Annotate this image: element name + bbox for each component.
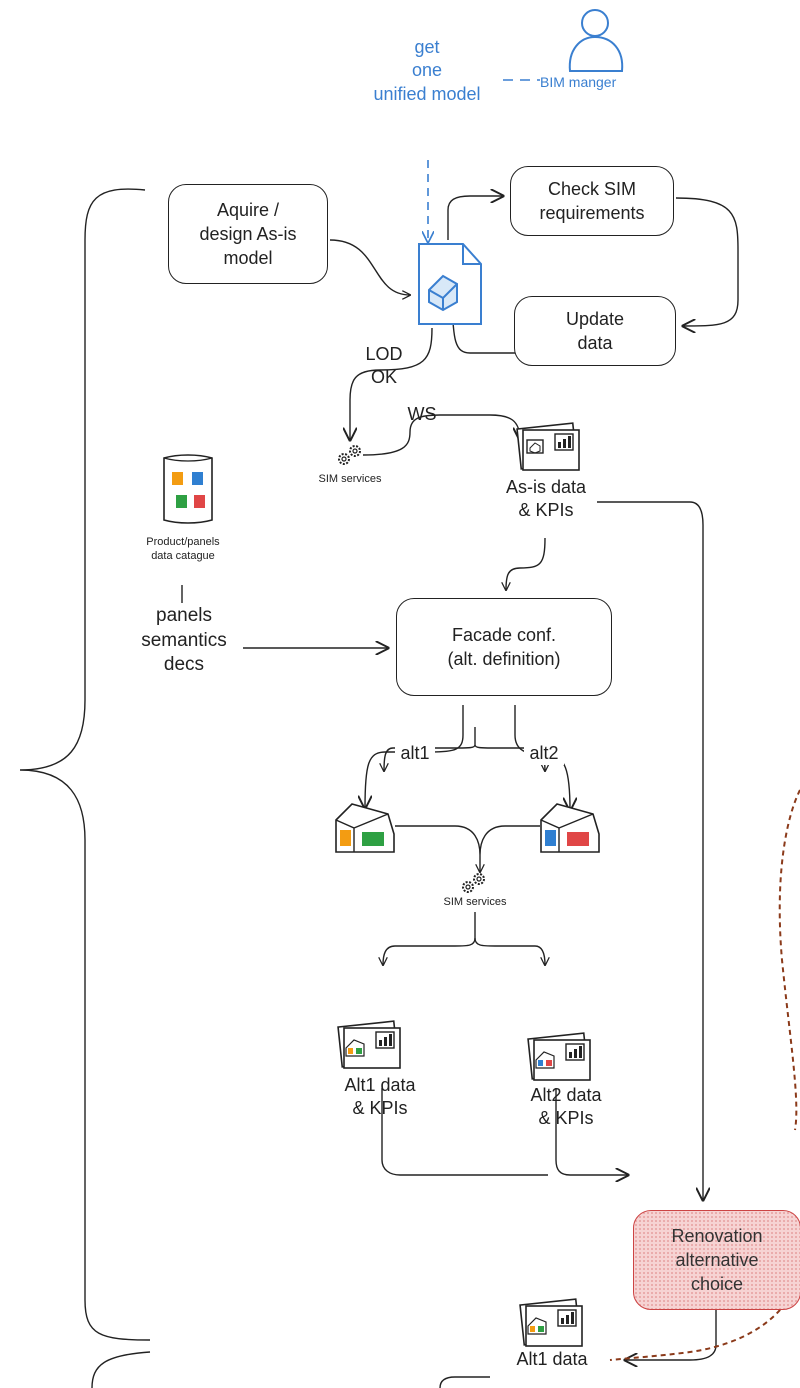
- unified-model-label: get one unified model: [373, 37, 481, 104]
- arrow-renovation-alt1data: [625, 1285, 717, 1360]
- catalogue-icon: [163, 454, 213, 524]
- update-data-label: Update data: [565, 308, 625, 353]
- acquire-model-label: Aquire / design As-is model: [199, 199, 297, 269]
- arrow-acquire-model: [329, 239, 410, 295]
- alt1-data-label: Alt1 data & KPIs: [344, 1075, 416, 1119]
- lod-ok-label: LOD OK: [365, 344, 403, 388]
- dashboard-alt1-icon: [337, 1020, 401, 1069]
- facade-conf-label: Facade conf. (alt. definition): [447, 624, 561, 669]
- arrow-check-update: [675, 197, 739, 326]
- sim-services-label-2: SIM services: [443, 896, 507, 908]
- arrow-model-sim: [350, 327, 433, 440]
- ws-label: WS: [407, 404, 437, 424]
- arrow-alt1data-renovation: [381, 1088, 548, 1176]
- dashboard-alt2-icon: [527, 1032, 591, 1081]
- check-sim-label: Check SIM requirements: [539, 178, 645, 223]
- renovation-choice-label: Renovation alternative choice: [671, 1225, 763, 1295]
- gear-icon: [462, 873, 485, 893]
- arrow-asis-facade: [506, 537, 546, 590]
- dashboard-alt1-bottom-icon: [519, 1298, 583, 1347]
- arrow-alt2data-renovation: [555, 1088, 628, 1175]
- arrow-sim-asis: [362, 414, 520, 456]
- arrow-sim2-to-alt1-data-visible: [460, 725, 476, 748]
- bottom-partial-box: [439, 1376, 490, 1388]
- house-alt2-icon: [540, 803, 600, 853]
- acquire-model-box[interactable]: Aquire / design As-is model: [168, 184, 328, 284]
- sim-services-label-1: SIM services: [318, 473, 382, 485]
- left-brace: [19, 188, 151, 1341]
- renovation-choice-box[interactable]: Renovation alternative choice: [633, 1210, 800, 1310]
- check-sim-box[interactable]: Check SIM requirements: [510, 166, 674, 236]
- dashboard-icon: [516, 422, 580, 471]
- facade-conf-box[interactable]: Facade conf. (alt. definition): [396, 598, 612, 696]
- panels-semantics-label: panels semantics decs: [141, 605, 227, 676]
- bim-manager-label: BIM manger: [540, 74, 617, 90]
- bottom-brace: [91, 1351, 151, 1388]
- arrow-model-check: [447, 196, 503, 240]
- connector-sim2-left-final: [384, 727, 476, 771]
- house-alt1-icon: [335, 803, 395, 853]
- alt2-data-label: Alt2 data & KPIs: [530, 1085, 602, 1129]
- user-icon: [568, 9, 624, 72]
- asis-data-label: As-is data & KPIs: [505, 477, 587, 521]
- alt1-label: alt1: [395, 742, 435, 766]
- update-data-box[interactable]: Update data: [514, 296, 676, 366]
- arrow-asis-renovation: [597, 501, 703, 1200]
- alt2-label: alt2: [524, 742, 564, 766]
- gear-icon: [338, 445, 361, 465]
- alt1-data-bottom-label: Alt1 data: [516, 1349, 588, 1369]
- model-file-icon: [418, 243, 482, 325]
- catalogue-label: Product/panels data catague: [146, 536, 220, 563]
